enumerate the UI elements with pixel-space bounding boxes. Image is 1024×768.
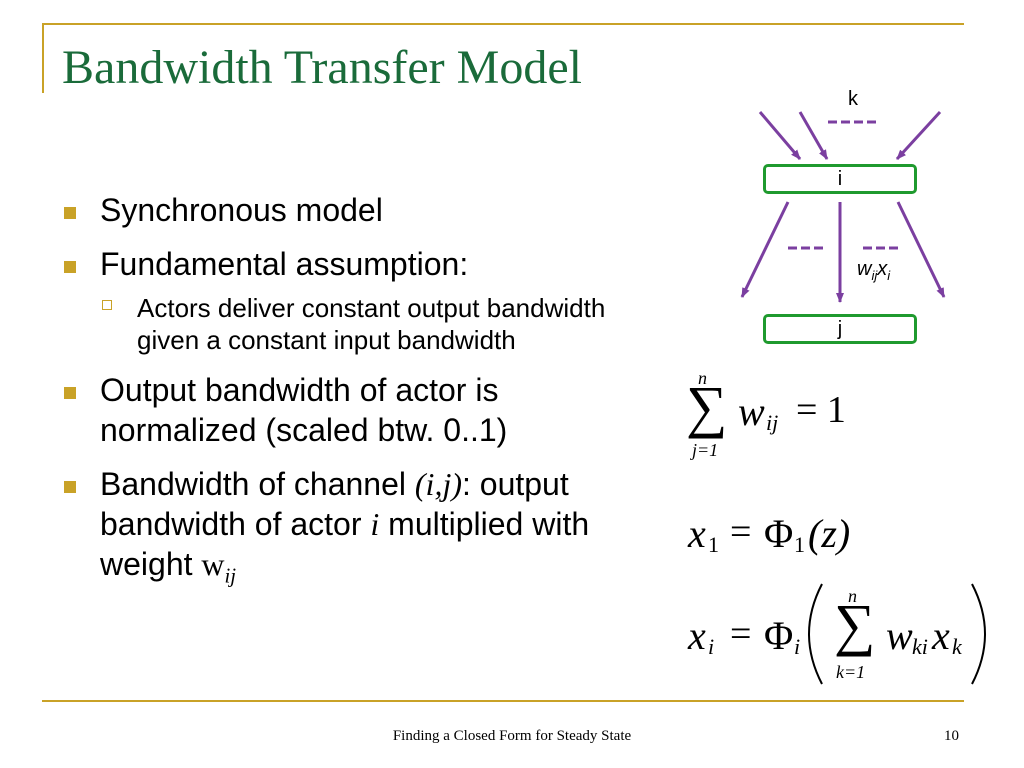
equation-x1: x 1 = Φ 1 (z)	[688, 511, 851, 557]
frame-left-line	[42, 23, 44, 93]
actor-var: i	[370, 506, 380, 542]
node-i: i	[763, 164, 917, 194]
bullet-text-prefix: Bandwidth of channel	[100, 466, 415, 502]
equation-xi: x i = Φ i n ∑ k=1 w ki x k	[688, 582, 998, 692]
square-bullet-icon	[64, 207, 76, 219]
channel-var: (i,j)	[414, 466, 462, 502]
bandwidth-diagram: k i j wijxi	[730, 82, 970, 362]
bullet-assumption: Fundamental assumption:	[62, 244, 662, 284]
colon: :	[461, 466, 471, 502]
node-k-label: k	[848, 88, 858, 110]
square-bullet-icon	[64, 261, 76, 273]
node-i-label: i	[837, 168, 843, 190]
incoming-arrow	[798, 111, 829, 160]
square-bullet-icon	[64, 481, 76, 493]
bullet-text-mid: output bandwidth of actor	[100, 466, 569, 542]
weight-sub: ij	[224, 564, 237, 588]
bullet-text-suffix: multiplied with weight	[100, 506, 590, 582]
slide-title: Bandwidth Transfer Model	[62, 41, 582, 94]
equation-weight-sum: n ∑ j=1 w ij = 1	[686, 368, 846, 460]
frame-top-line	[42, 23, 964, 25]
bullet-list: Synchronous model Fundamental assumption…	[62, 190, 662, 610]
node-j-label: j	[837, 318, 843, 340]
sigma-symbol: ∑	[834, 592, 876, 657]
bullet-text: Synchronous model	[100, 192, 383, 228]
outgoing-arrow	[740, 201, 790, 298]
incoming-arrow	[758, 111, 802, 160]
bullet-synchronous: Synchronous model	[62, 190, 662, 230]
outgoing-arrow	[896, 201, 946, 298]
right-paren	[971, 583, 986, 685]
diagram-arrows	[740, 110, 946, 303]
edge-weight-label: wijxi	[857, 258, 891, 283]
left-paren	[808, 583, 823, 685]
page-number: 10	[944, 728, 959, 744]
frame-bottom-line	[42, 700, 964, 702]
sigma-symbol: ∑	[686, 374, 728, 439]
paren-svg	[808, 583, 986, 685]
sub-bullet-actors: Actors deliver constant output bandwidth…	[62, 292, 662, 356]
sub-bullet-text: Actors deliver constant output bandwidth…	[137, 293, 606, 355]
bullet-text: Output bandwidth of actor is normalized …	[100, 372, 508, 448]
bullet-text: Fundamental assumption:	[100, 246, 469, 282]
square-bullet-icon	[64, 387, 76, 399]
weight-var: w	[201, 546, 225, 582]
bullet-normalized: Output bandwidth of actor is normalized …	[62, 370, 662, 450]
slide-footer: Finding a Closed Form for Steady State	[392, 728, 632, 744]
node-j: j	[763, 314, 917, 344]
bullet-channel: Bandwidth of channel (i,j): output bandw…	[62, 464, 662, 596]
hollow-square-bullet-icon	[102, 300, 112, 310]
incoming-arrow	[895, 110, 942, 161]
